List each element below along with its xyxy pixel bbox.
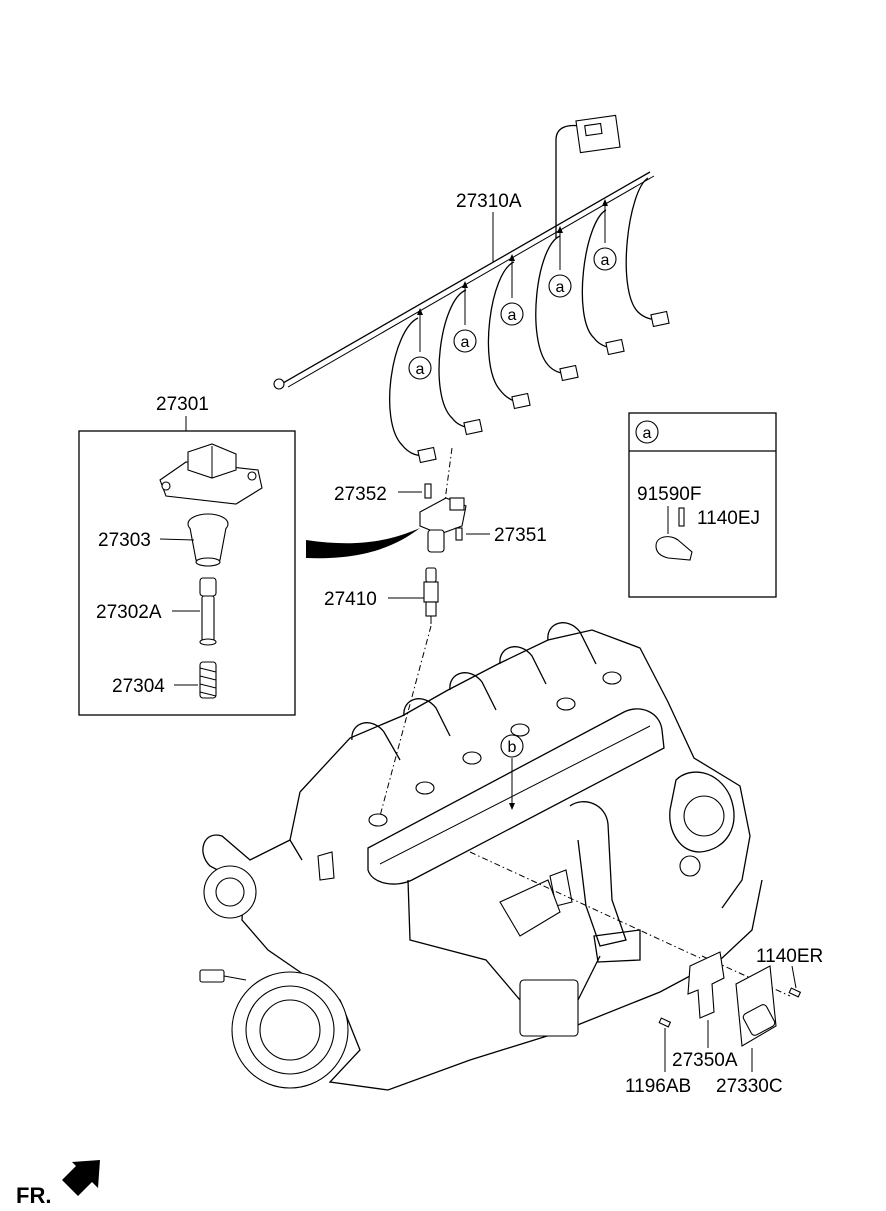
callout-a-text: a bbox=[508, 307, 517, 324]
engine-block-icon bbox=[199, 622, 763, 1091]
label-coil-kit: 27301 bbox=[156, 394, 209, 415]
ring-terminal-icon bbox=[273, 378, 285, 390]
coil-assembly bbox=[379, 447, 490, 817]
label-direction: FR. bbox=[16, 1183, 51, 1208]
callout-a-text: a bbox=[601, 252, 610, 269]
callout-a-1 bbox=[408, 356, 432, 380]
callout-a-text: a bbox=[556, 279, 565, 296]
callout-a-text: a bbox=[416, 361, 425, 378]
coil-kit-frame bbox=[78, 430, 296, 716]
label-bolt-top: 27352 bbox=[334, 484, 387, 505]
callout-a-2 bbox=[453, 329, 477, 353]
label-bracket-clip: 91590F bbox=[637, 484, 701, 505]
front-direction-indicator: FR. bbox=[16, 1160, 100, 1208]
label-coil-bolt: 27351 bbox=[494, 525, 547, 546]
front-arrow-icon bbox=[62, 1160, 100, 1196]
spark-plug-icon bbox=[423, 567, 439, 624]
swoosh-arrow-icon bbox=[306, 528, 420, 559]
clip-bracket-icon bbox=[655, 507, 693, 561]
ignition-coil-icon bbox=[159, 443, 263, 505]
wire-harness bbox=[273, 114, 670, 464]
callout-a-3 bbox=[500, 302, 524, 326]
callout-a-text: a bbox=[461, 334, 470, 351]
label-ecu: 27330C bbox=[716, 1076, 783, 1097]
callout-b: b bbox=[500, 734, 524, 810]
label-boot: 27303 bbox=[98, 530, 151, 551]
label-bracket-bolt: 1140EJ bbox=[697, 508, 760, 529]
callout-a-5 bbox=[593, 247, 617, 271]
coil-kit-group: 27301 27303 27302A bbox=[78, 394, 296, 716]
harness-callouts: a a a a a bbox=[408, 199, 617, 380]
detail-a-box: a 91590F 1140EJ bbox=[628, 412, 777, 598]
callout-b-text: b bbox=[508, 739, 517, 756]
label-bolt-bottom: 1196AB bbox=[625, 1076, 691, 1097]
detail-a-badge-text: a bbox=[643, 425, 652, 442]
label-bolt-right: 1140ER bbox=[756, 946, 823, 967]
spring-icon bbox=[199, 661, 217, 699]
label-harness: 27310A bbox=[456, 191, 522, 212]
extension-tube-icon bbox=[199, 577, 217, 646]
label-extension: 27302A bbox=[96, 602, 162, 623]
coil-boot-icon bbox=[187, 513, 229, 567]
callout-a-4 bbox=[548, 274, 572, 298]
label-spark-plug: 27410 bbox=[324, 589, 377, 610]
ecu-bracket-group bbox=[658, 951, 802, 1072]
label-bracket: 27350A bbox=[672, 1050, 738, 1071]
label-spring: 27304 bbox=[112, 676, 165, 697]
detail-a-badge bbox=[635, 420, 659, 444]
bracket-icon bbox=[687, 951, 725, 1019]
